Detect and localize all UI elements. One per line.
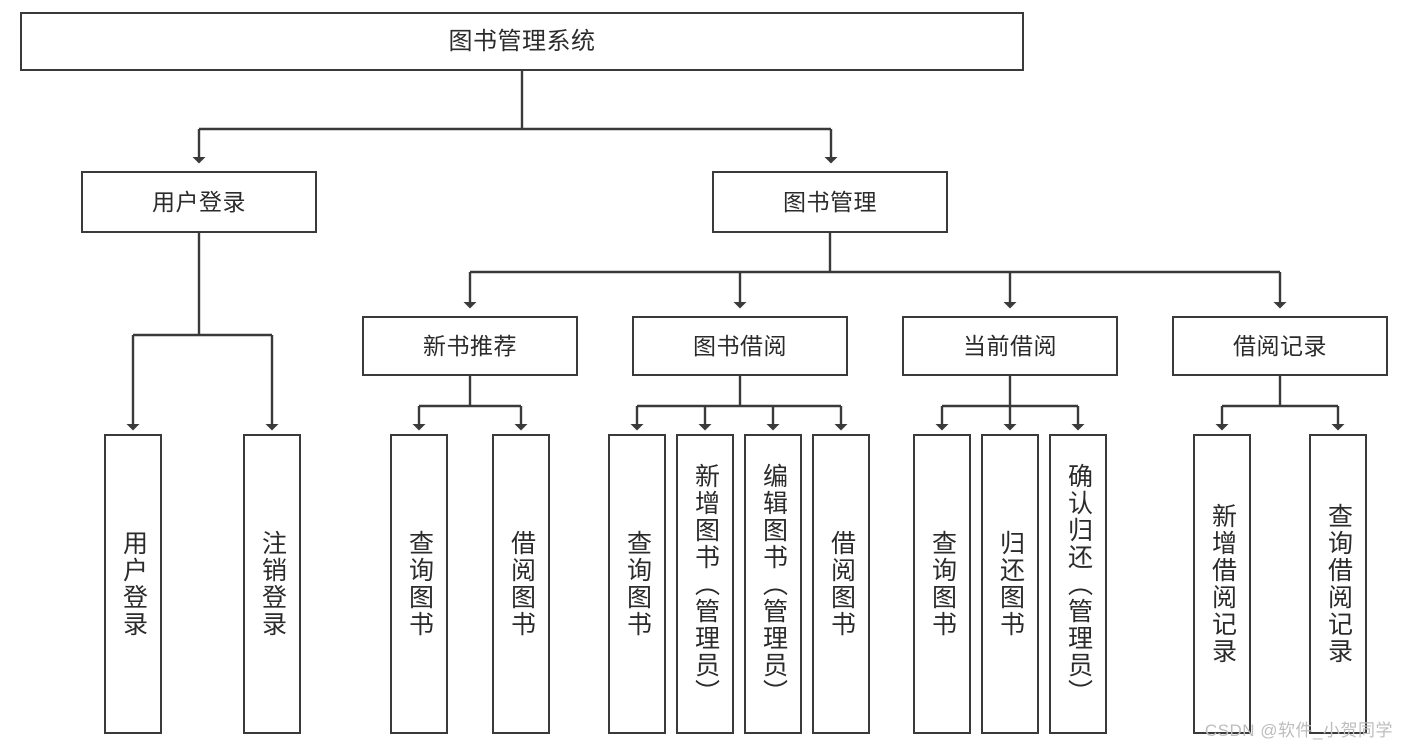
node-label: 查询图书 <box>405 530 434 638</box>
node-current-borrow[interactable]: 当前借阅 <box>902 316 1118 376</box>
node-label: 借阅记录 <box>1233 332 1327 359</box>
node-label: 图书借阅 <box>693 332 787 359</box>
node-label: 用户登录 <box>152 188 246 215</box>
node-new-book-recommend[interactable]: 新书推荐 <box>362 316 578 376</box>
node-label: 确认归还（管理员） <box>1064 462 1093 706</box>
leaf-recommend-query-book[interactable]: 查询图书 <box>390 434 448 734</box>
leaf-current-query-book[interactable]: 查询图书 <box>913 434 971 734</box>
leaf-borrow-borrow-book[interactable]: 借阅图书 <box>812 434 870 734</box>
leaf-user-logout[interactable]: 注销登录 <box>243 434 301 734</box>
node-root-system[interactable]: 图书管理系统 <box>20 12 1024 71</box>
node-label: 图书管理 <box>783 188 877 215</box>
node-label: 查询图书 <box>928 530 957 638</box>
node-label: 新书推荐 <box>423 332 517 359</box>
node-label: 编辑图书（管理员） <box>759 462 788 706</box>
node-label: 查询借阅记录 <box>1324 503 1353 665</box>
node-book-management[interactable]: 图书管理 <box>712 171 948 233</box>
leaf-borrow-query-book[interactable]: 查询图书 <box>608 434 666 734</box>
leaf-record-add-record[interactable]: 新增借阅记录 <box>1193 434 1251 734</box>
node-label: 归还图书 <box>996 530 1025 638</box>
leaf-record-query-record[interactable]: 查询借阅记录 <box>1309 434 1367 734</box>
node-label: 借阅图书 <box>827 530 856 638</box>
node-label: 图书管理系统 <box>448 27 596 55</box>
node-label: 新增图书（管理员） <box>691 462 720 706</box>
leaf-borrow-add-book-admin[interactable]: 新增图书（管理员） <box>676 434 734 734</box>
node-label: 当前借阅 <box>963 332 1057 359</box>
node-label: 查询图书 <box>623 530 652 638</box>
leaf-recommend-borrow-book[interactable]: 借阅图书 <box>492 434 550 734</box>
leaf-user-login[interactable]: 用户登录 <box>104 434 162 734</box>
watermark-text: CSDN @软件_小贺同学 <box>1204 721 1393 740</box>
node-book-borrow[interactable]: 图书借阅 <box>632 316 848 376</box>
leaf-current-confirm-return-admin[interactable]: 确认归还（管理员） <box>1049 434 1107 734</box>
node-label: 用户登录 <box>119 530 148 638</box>
node-label: 注销登录 <box>258 530 287 638</box>
leaf-borrow-edit-book-admin[interactable]: 编辑图书（管理员） <box>744 434 802 734</box>
node-borrow-record[interactable]: 借阅记录 <box>1172 316 1388 376</box>
node-label: 新增借阅记录 <box>1208 503 1237 665</box>
node-label: 借阅图书 <box>507 530 536 638</box>
node-user-login[interactable]: 用户登录 <box>81 171 317 233</box>
leaf-current-return-book[interactable]: 归还图书 <box>981 434 1039 734</box>
